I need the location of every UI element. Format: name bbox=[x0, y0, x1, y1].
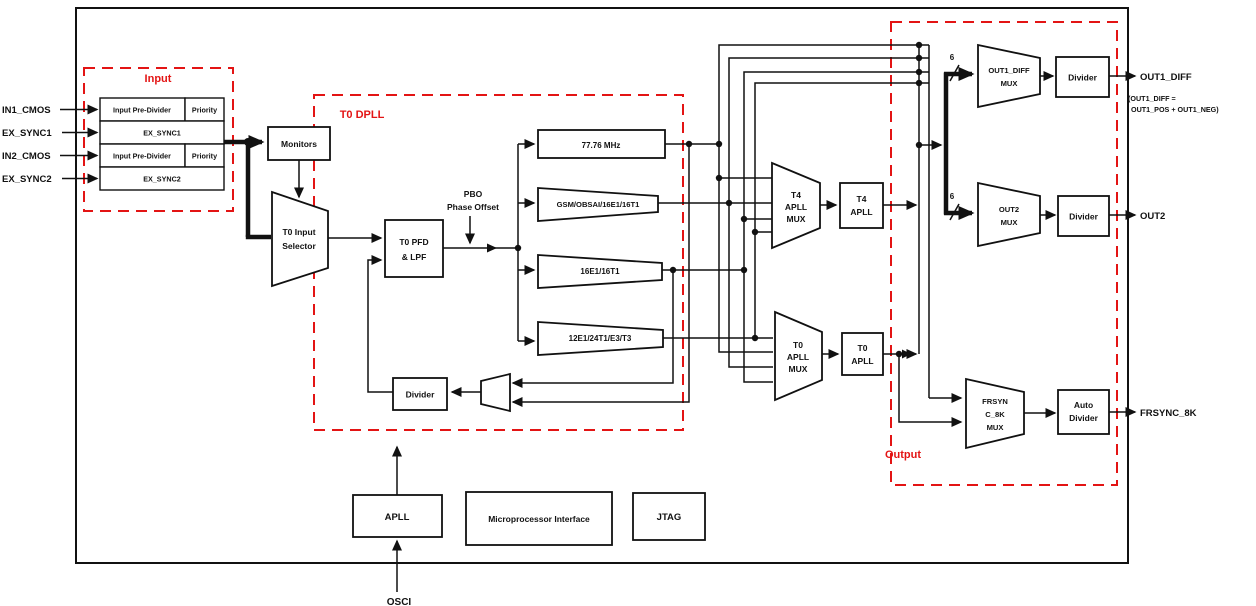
block-priority-2-label: Priority bbox=[192, 152, 217, 161]
t0-dpll-section-box bbox=[313, 94, 684, 431]
block-t0-input-selector bbox=[271, 190, 329, 288]
input-section-title: Input bbox=[145, 73, 172, 85]
block-input-pre-divider-2-label: Input Pre-Divider bbox=[113, 152, 171, 161]
frsync-mux-label-3: MUX bbox=[987, 423, 1004, 432]
t0-pfd-label-1: T0 PFD bbox=[399, 237, 428, 247]
block-t0-apll-mux bbox=[774, 310, 823, 402]
out2-mux-label-1: OUT2 bbox=[999, 205, 1019, 214]
block-freq-gsm-obsai bbox=[537, 187, 659, 222]
t4-apll-mux-label-3: MUX bbox=[787, 214, 806, 224]
out2-mux-label-2: MUX bbox=[1001, 218, 1018, 227]
input-section-box bbox=[83, 67, 234, 212]
block-feedback-mux bbox=[480, 372, 511, 413]
apll-label: APLL bbox=[385, 512, 410, 523]
t0-input-selector-label-1: T0 Input bbox=[282, 227, 315, 237]
pin-ex-sync2: EX_SYNC2 bbox=[2, 174, 52, 185]
out1-diff-note-1: (OUT1_DIFF = bbox=[1128, 94, 1176, 103]
block-freq-16e1-16t1 bbox=[537, 254, 663, 289]
pin-in1-cmos: IN1_CMOS bbox=[2, 105, 51, 116]
block-ex-sync1-label: EX_SYNC1 bbox=[143, 129, 181, 138]
block-apll bbox=[352, 494, 443, 538]
freq-77mhz-label: 77.76 MHz bbox=[582, 141, 621, 150]
block-out2-mux bbox=[977, 181, 1041, 248]
out1-diff-note-2: OUT1_POS + OUT1_NEG) bbox=[1131, 105, 1219, 114]
input-stack: Input Pre-Divider Priority EX_SYNC1 Inpu… bbox=[99, 97, 225, 191]
t4-apll-mux-label-2: APLL bbox=[785, 202, 807, 212]
out1-diff-mux-label-1: OUT1_DIFF bbox=[988, 66, 1030, 75]
pin-out1-diff: OUT1_DIFF bbox=[1140, 72, 1192, 83]
block-priority-1-label: Priority bbox=[192, 106, 217, 115]
freq-gsm-obsai-label: GSM/OBSAI/16E1/16T1 bbox=[557, 200, 640, 209]
block-ex-sync2 bbox=[99, 166, 225, 191]
section-boxes bbox=[83, 21, 1118, 486]
block-jtag bbox=[632, 492, 706, 541]
out1-diff-mux-label-2: MUX bbox=[1001, 79, 1018, 88]
pin-osci: OSCI bbox=[387, 597, 412, 606]
block-t0-pfd-lpf bbox=[384, 219, 444, 278]
out2-divider-label: Divider bbox=[1069, 212, 1099, 222]
output-section-title: Output bbox=[885, 449, 921, 461]
t0-dpll-section-title: T0 DPLL bbox=[340, 109, 385, 121]
t0-apll-label-1: T0 bbox=[858, 343, 868, 353]
block-t4-apll bbox=[839, 182, 884, 229]
junction-dots bbox=[244, 41, 923, 358]
block-feedback-divider bbox=[392, 377, 448, 411]
t0-apll-mux-label-3: MUX bbox=[789, 364, 808, 374]
t0-apll-mux-label-1: T0 bbox=[793, 340, 803, 350]
pin-out2: OUT2 bbox=[1140, 211, 1165, 222]
block-monitors bbox=[267, 126, 331, 161]
t0-pfd-label-2: & LPF bbox=[402, 252, 427, 262]
block-out2-divider bbox=[1057, 195, 1110, 237]
block-out1-divider bbox=[1055, 56, 1110, 98]
freq-16e1-16t1-label: 16E1/16T1 bbox=[580, 267, 620, 276]
bus-width-label-out1: 6 bbox=[950, 53, 955, 62]
block-frsync-8k-mux bbox=[965, 377, 1025, 450]
jtag-label: JTAG bbox=[657, 512, 682, 523]
bus-width-label-out2: 6 bbox=[950, 192, 955, 201]
feedback-divider-label: Divider bbox=[406, 390, 436, 400]
t4-apll-label-2: APLL bbox=[850, 207, 872, 217]
frsync-mux-label-1: FRSYN bbox=[982, 397, 1008, 406]
block-freq-12e1-24t1 bbox=[537, 321, 664, 356]
t4-apll-label-1: T4 bbox=[857, 194, 867, 204]
freq-12e1-24t1-label: 12E1/24T1/E3/T3 bbox=[569, 334, 632, 343]
chip-boundary bbox=[75, 7, 1129, 564]
pbo-label-1: PBO bbox=[464, 189, 483, 199]
auto-divider-label-2: Divider bbox=[1069, 413, 1099, 423]
mid-arrow-pfd-out bbox=[487, 243, 497, 253]
block-t0-apll bbox=[841, 332, 884, 376]
t4-apll-mux-label-1: T4 bbox=[791, 190, 801, 200]
pin-frsync-8k: FRSYNC_8K bbox=[1140, 408, 1197, 419]
external-pin-labels: IN1_CMOS EX_SYNC1 IN2_CMOS EX_SYNC2 OUT1… bbox=[2, 72, 1219, 606]
pin-in2-cmos: IN2_CMOS bbox=[2, 151, 51, 162]
block-ex-sync2-label: EX_SYNC2 bbox=[143, 175, 181, 184]
out1-divider-label: Divider bbox=[1068, 73, 1098, 83]
microprocessor-interface-label: Microprocessor Interface bbox=[488, 514, 590, 524]
wire-output-bus bbox=[943, 64, 975, 221]
block-monitors-label: Monitors bbox=[281, 139, 317, 149]
t0-apll-label-2: APLL bbox=[851, 356, 873, 366]
t0-input-selector-label-2: Selector bbox=[282, 241, 316, 251]
frsync-mux-label-2: C_8K bbox=[985, 410, 1005, 419]
block-freq-77mhz bbox=[537, 129, 666, 159]
wire-feedback bbox=[367, 144, 690, 407]
block-microprocessor-interface bbox=[465, 491, 613, 546]
block-out1-diff-mux bbox=[977, 43, 1041, 109]
t0-apll-mux-label-2: APLL bbox=[787, 352, 809, 362]
auto-divider-label-1: Auto bbox=[1074, 400, 1093, 410]
block-t4-apll-mux bbox=[771, 161, 821, 250]
pbo-label-2: Phase Offset bbox=[447, 202, 499, 212]
pin-ex-sync1: EX_SYNC1 bbox=[2, 128, 52, 139]
wire-selected-reference bbox=[224, 135, 271, 240]
mid-arrow-t0-out bbox=[902, 349, 911, 359]
output-section-box bbox=[890, 21, 1118, 486]
block-auto-divider bbox=[1057, 389, 1110, 435]
block-input-pre-divider-1-label: Input Pre-Divider bbox=[113, 106, 171, 115]
wires bbox=[60, 44, 1137, 592]
